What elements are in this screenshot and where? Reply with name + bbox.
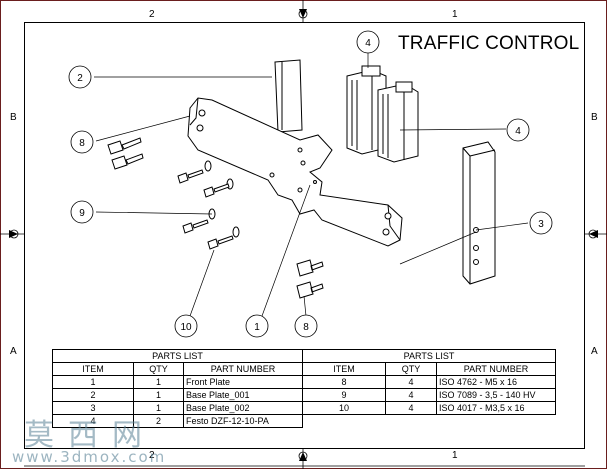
balloon-10: 10 — [174, 314, 198, 338]
balloons: 2 8 9 10 1 8 3 4 4 — [68, 30, 553, 338]
balloon-3: 3 — [529, 211, 553, 235]
balloon-4-right: 4 — [506, 118, 530, 142]
empty-cell — [303, 415, 556, 428]
balloon-4-top: 4 — [356, 30, 380, 54]
zone-label-top-right: 1 — [452, 9, 458, 20]
parts-list-title-right: PARTS LIST — [302, 349, 556, 363]
item-cell: 9 — [302, 388, 386, 402]
parts-list-header-row: ITEM QTY PART NUMBER ITEM QTY PART NUMBE… — [52, 362, 556, 376]
zone-label-right-a: A — [591, 346, 598, 357]
header-part-number: PART NUMBER — [436, 362, 556, 376]
svg-text:10: 10 — [180, 322, 192, 333]
leader-lines — [94, 52, 529, 317]
zone-label-left-b: B — [10, 112, 17, 123]
zone-label-left-a: A — [10, 346, 17, 357]
table-row: 2 1 Base Plate_001 9 4 ISO 7089 - 3,5 - … — [52, 388, 556, 402]
center-mark-bottom — [298, 451, 308, 461]
qty-cell: 4 — [385, 388, 437, 402]
balloon-2: 2 — [68, 65, 92, 89]
qty-cell: 1 — [133, 375, 184, 389]
part-number-cell: ISO 7089 - 3,5 - 140 HV — [436, 388, 556, 402]
header-part-number: PART NUMBER — [183, 362, 303, 376]
table-row: 1 1 Front Plate 8 4 ISO 4762 - M5 x 16 — [52, 375, 556, 389]
header-qty: QTY — [385, 362, 437, 376]
svg-text:4: 4 — [365, 38, 371, 49]
qty-cell: 1 — [133, 401, 184, 415]
inner-border — [24, 22, 585, 449]
part-number-cell: ISO 4762 - M5 x 16 — [436, 375, 556, 389]
balloon-9: 9 — [70, 200, 94, 224]
table-row: 4 2 Festo DZF-12-10-PA — [52, 414, 556, 428]
part-number-cell: Base Plate_001 — [183, 388, 303, 402]
part-number-cell: Base Plate_002 — [183, 401, 303, 415]
part-number-cell: Festo DZF-12-10-PA — [183, 414, 303, 428]
qty-cell: 2 — [133, 414, 184, 428]
header-item: ITEM — [302, 362, 386, 376]
qty-cell: 1 — [133, 388, 184, 402]
svg-text:1: 1 — [254, 322, 260, 333]
center-mark-left — [9, 229, 19, 239]
balloon-8-bottom: 8 — [294, 314, 318, 338]
item-cell: 1 — [52, 375, 134, 389]
qty-cell: 4 — [385, 401, 437, 415]
parts-list-title-left: PARTS LIST — [52, 349, 303, 363]
part-number-cell: Front Plate — [183, 375, 303, 389]
svg-text:8: 8 — [79, 138, 85, 149]
svg-text:3: 3 — [538, 219, 544, 230]
center-mark-top — [298, 9, 308, 19]
zone-label-bottom-left: 2 — [149, 450, 155, 461]
assembly-drawing — [107, 59, 496, 299]
item-cell: 10 — [302, 401, 386, 415]
header-qty: QTY — [133, 362, 184, 376]
drawing-title: TRAFFIC CONTROL — [398, 33, 580, 54]
item-cell: 8 — [302, 375, 386, 389]
svg-text:8: 8 — [303, 322, 309, 333]
parts-list-title-row: PARTS LIST PARTS LIST — [52, 349, 556, 363]
header-item: ITEM — [52, 362, 134, 376]
center-mark-right — [588, 229, 598, 239]
item-cell: 3 — [52, 401, 134, 415]
parts-list-table: PARTS LIST PARTS LIST ITEM QTY PART NUMB… — [52, 349, 556, 428]
svg-text:9: 9 — [79, 208, 85, 219]
svg-text:2: 2 — [77, 73, 83, 84]
zone-label-bottom-right: 1 — [452, 450, 458, 461]
balloon-1: 1 — [245, 314, 269, 338]
svg-text:4: 4 — [515, 126, 521, 137]
balloon-8-left: 8 — [70, 130, 94, 154]
zone-label-top-left: 2 — [149, 9, 155, 20]
table-row: 3 1 Base Plate_002 10 4 ISO 4017 - M3,5 … — [52, 401, 556, 415]
qty-cell: 4 — [385, 375, 437, 389]
part-number-cell: ISO 4017 - M3,5 x 16 — [436, 401, 556, 415]
item-cell: 4 — [52, 414, 134, 428]
item-cell: 2 — [52, 388, 134, 402]
zone-label-right-b: B — [591, 112, 598, 123]
